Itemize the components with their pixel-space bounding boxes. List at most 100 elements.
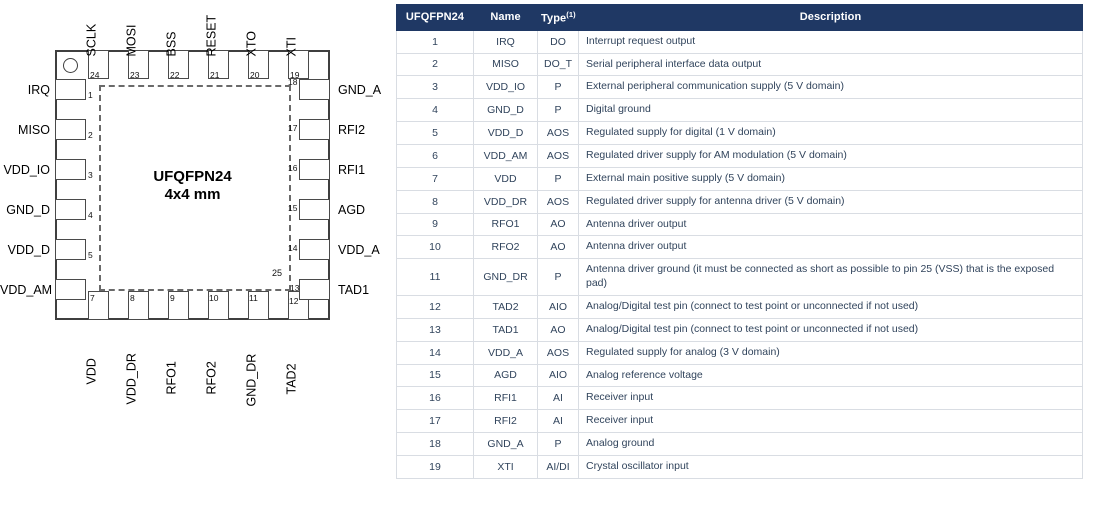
pin-label-vdd-dr: VDD_DR	[124, 353, 139, 405]
cell-pin: 15	[396, 363, 474, 388]
pin-pad-19	[288, 50, 309, 79]
pin-label-vdd-d: VDD_D	[7, 243, 50, 257]
pin-pad-8	[128, 291, 149, 320]
pin-label-gnd-d: GND_D	[6, 203, 50, 217]
pin-number-17: 17	[288, 123, 298, 133]
pin-number-10: 10	[209, 293, 219, 303]
package-name: UFQFPN24	[153, 168, 232, 185]
pin-label-tad2: TAD2	[284, 363, 299, 395]
pin-label-rfi2: RFI2	[338, 123, 366, 137]
cell-name: RFO1	[473, 212, 538, 237]
pin-label-rfi1: RFI1	[338, 163, 366, 177]
cell-name: RFO2	[473, 235, 538, 260]
pin-pad-15	[299, 199, 330, 220]
cell-description: Receiver input	[578, 386, 1083, 411]
cell-description: External peripheral communication supply…	[578, 75, 1083, 100]
pin-number-5: 5	[88, 250, 93, 260]
cell-name: RFI2	[473, 409, 538, 434]
pin-label-rfo2: RFO2	[204, 361, 219, 395]
cell-description: External main positive supply (5 V domai…	[578, 166, 1083, 191]
cell-type: AIO	[537, 294, 579, 319]
pin-pad-13	[299, 279, 330, 300]
pin-label-vdd-a: VDD_A	[338, 243, 380, 257]
cell-description: Analog ground	[578, 432, 1083, 456]
cell-name: TAD2	[473, 294, 538, 319]
pin-number-13: 13	[290, 283, 300, 293]
pin-pad-3	[55, 159, 86, 180]
cell-type: AI	[537, 409, 579, 434]
pin-pad-9	[168, 291, 189, 320]
pin-pad-18	[299, 79, 330, 100]
cell-pin: 14	[396, 340, 474, 365]
pin-number-4: 4	[88, 210, 93, 220]
pin1-dot-icon	[63, 58, 78, 73]
cell-name: VDD_DR	[473, 189, 538, 214]
pin-pad-23	[128, 50, 149, 79]
exposed-pad-outline	[99, 85, 291, 291]
pin-pad-4	[55, 199, 86, 220]
package-size: 4x4 mm	[164, 186, 221, 204]
cell-description: Antenna driver output	[578, 212, 1083, 237]
cell-description: Antenna driver output	[578, 235, 1083, 260]
pin-pad-10	[208, 291, 229, 320]
cell-pin: 7	[396, 166, 474, 191]
cell-name: GND_D	[473, 98, 538, 123]
pin-label-reset: RESET	[204, 14, 219, 57]
pin-pad-6	[55, 279, 86, 300]
pin-label-xti: XTI	[284, 37, 299, 57]
cell-description: Serial peripheral interface data output	[578, 52, 1083, 77]
pin-label-xto: XTO	[244, 31, 259, 57]
table-header-row: UFQFPN24 Name Type(1) Description	[396, 4, 1083, 31]
cell-type: AOS	[537, 189, 579, 214]
pin-pad-1	[55, 79, 86, 100]
cell-description: Regulated supply for analog (3 V domain)	[578, 340, 1083, 365]
cell-pin: 5	[396, 121, 474, 145]
pin-number-2: 2	[88, 130, 93, 140]
pin-number-21: 21	[210, 70, 220, 80]
cell-pin: 19	[396, 454, 474, 479]
cell-description: Analog reference voltage	[578, 363, 1083, 388]
cell-name: TAD1	[473, 317, 538, 342]
pin-label-gnd-a: GND_A	[338, 83, 382, 97]
pin-label-bss: BSS	[164, 31, 179, 57]
pin-number-7: 7	[90, 293, 95, 303]
pin-number-24: 24	[90, 70, 100, 80]
cell-type: P	[537, 98, 579, 123]
pin-number-23: 23	[130, 70, 140, 80]
cell-pin: 3	[396, 75, 474, 100]
cell-name: GND_A	[473, 432, 538, 456]
pin-pad-7	[88, 291, 109, 320]
cell-type: P	[537, 432, 579, 456]
pin-label-miso: MISO	[18, 123, 50, 137]
cell-pin: 13	[396, 317, 474, 342]
cell-description: Crystal oscillator input	[578, 454, 1083, 479]
column-header-pin: UFQFPN24	[396, 4, 474, 31]
table-header: UFQFPN24 Name Type(1) Description	[396, 4, 1083, 31]
pin-pad-14	[299, 239, 330, 260]
pin-number-3: 3	[88, 170, 93, 180]
pin-pad-24	[88, 50, 109, 79]
cell-type: AOS	[537, 121, 579, 145]
cell-name: GND_DR	[473, 258, 538, 296]
pin-label-gnd-dr: GND_DR	[244, 353, 259, 407]
pin-pad-22	[168, 50, 189, 79]
cell-name: VDD_IO	[473, 75, 538, 100]
pin-label-sclk: SCLK	[84, 23, 99, 57]
pin-pad-17	[299, 119, 330, 140]
cell-name: VDD_D	[473, 121, 538, 145]
cell-description: Regulated supply for digital (1 V domain…	[578, 121, 1083, 145]
